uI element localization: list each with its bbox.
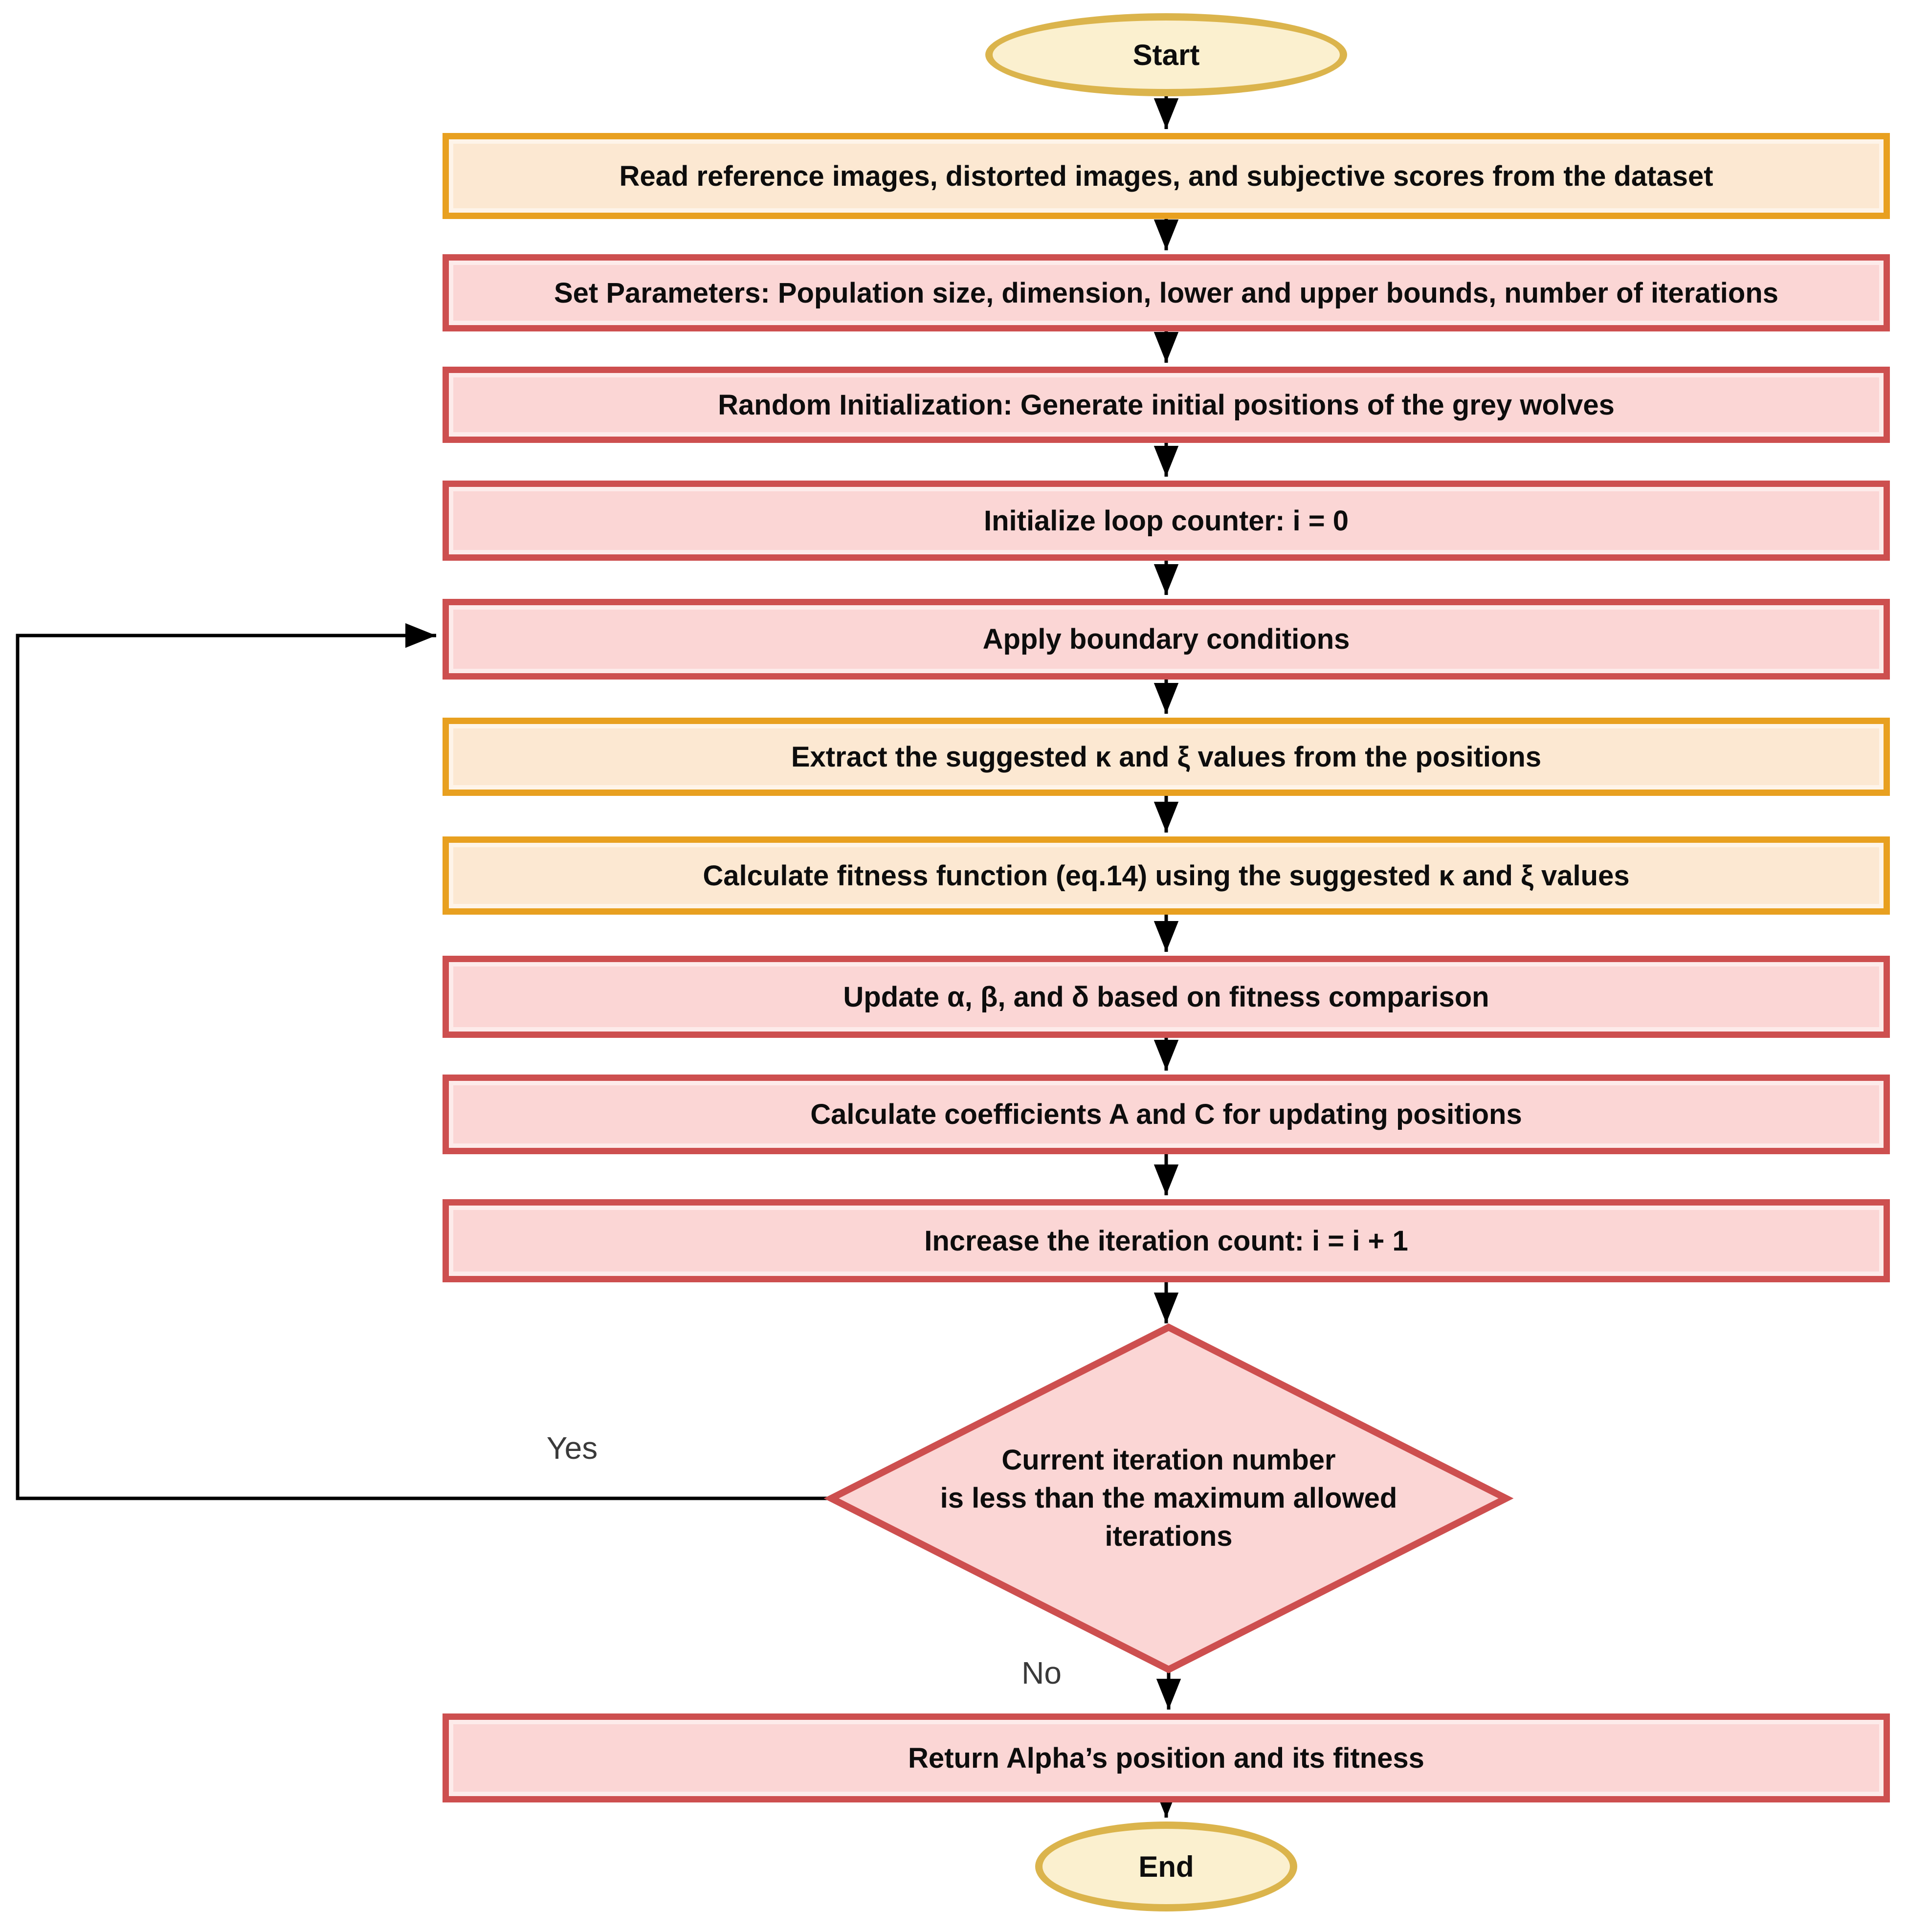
flow-node-iteration-check: Current iteration number is less than th… [831, 1432, 1506, 1564]
decision-label: Current iteration number is less than th… [940, 1444, 1397, 1553]
node-label: Update α, β, and δ based on fitness comp… [843, 981, 1489, 1013]
node-label: Extract the suggested κ and ξ values fro… [791, 741, 1542, 773]
flow-node-return-alpha: Return Alpha’s position and its fitness [443, 1713, 1890, 1802]
node-label: Increase the iteration count: i = i + 1 [924, 1225, 1408, 1257]
flow-node-random-initialization: Random Initialization: Generate initial … [443, 367, 1890, 443]
node-label: Return Alpha’s position and its fitness [908, 1742, 1424, 1774]
flow-node-initialize-loop-counter: Initialize loop counter: i = 0 [443, 481, 1890, 561]
end-label: End [1138, 1850, 1194, 1883]
node-label: Set Parameters: Population size, dimensi… [554, 277, 1779, 309]
flow-node-start: Start [985, 13, 1347, 96]
arrow-decision-yes-loop [16, 623, 831, 1500]
node-label: Initialize loop counter: i = 0 [983, 505, 1349, 537]
flow-node-apply-boundary-conditions: Apply boundary conditions [443, 599, 1890, 680]
edge-label-no: No [1021, 1655, 1062, 1690]
flow-node-extract-kappa-xi: Extract the suggested κ and ξ values fro… [443, 718, 1890, 796]
node-label: Calculate fitness function (eq.14) using… [703, 859, 1630, 892]
node-label: Calculate coefficients A and C for updat… [810, 1098, 1522, 1130]
flow-node-calculate-fitness: Calculate fitness function (eq.14) using… [443, 836, 1890, 915]
flow-node-calculate-coefficients: Calculate coefficients A and C for updat… [443, 1075, 1890, 1154]
decision-diamond-shape [823, 1323, 1514, 1673]
flow-node-end: End [1035, 1822, 1297, 1911]
start-label: Start [1132, 38, 1200, 71]
node-label: Read reference images, distorted images,… [619, 160, 1713, 192]
node-label: Apply boundary conditions [982, 623, 1350, 655]
flow-node-set-parameters: Set Parameters: Population size, dimensi… [443, 254, 1890, 331]
flow-node-read-dataset: Read reference images, distorted images,… [443, 133, 1890, 219]
flow-node-increase-iteration-count: Increase the iteration count: i = i + 1 [443, 1199, 1890, 1282]
node-label: Random Initialization: Generate initial … [718, 389, 1615, 421]
edge-label-yes: Yes [546, 1430, 598, 1466]
flow-node-update-alpha-beta-delta: Update α, β, and δ based on fitness comp… [443, 956, 1890, 1038]
